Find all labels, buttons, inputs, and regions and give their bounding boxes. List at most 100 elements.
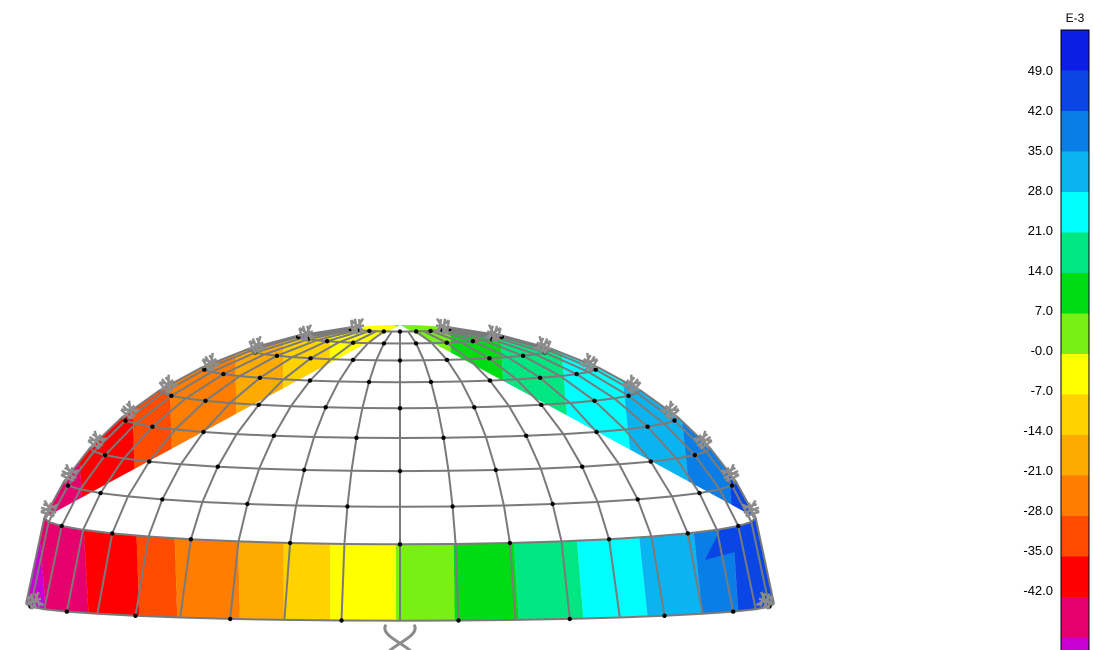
mesh-node xyxy=(731,609,736,614)
mesh-node xyxy=(626,393,631,398)
mesh-node xyxy=(188,537,194,542)
mesh-node xyxy=(308,356,313,361)
mesh-line xyxy=(436,329,666,616)
mesh-node xyxy=(59,523,64,529)
mesh-node xyxy=(102,452,108,458)
spring-support-icon xyxy=(201,352,221,372)
legend-tick-label: -14.0 xyxy=(1023,423,1053,438)
mesh-node xyxy=(339,618,344,623)
mesh-node xyxy=(487,378,493,383)
mesh-node xyxy=(648,459,653,464)
mesh-node xyxy=(202,367,207,372)
mesh-node xyxy=(428,328,433,334)
mesh-node xyxy=(444,340,449,345)
mesh-line xyxy=(407,330,460,621)
mesh-node xyxy=(64,609,70,614)
mesh-node xyxy=(307,378,313,383)
spring-support-icon xyxy=(120,400,140,420)
mesh-line xyxy=(451,326,775,605)
mesh-node xyxy=(645,424,650,429)
spring-support-icon xyxy=(60,463,80,483)
legend-color-bands xyxy=(1060,29,1090,650)
mesh-node xyxy=(381,329,387,334)
spring-support-icon xyxy=(693,430,713,450)
legend-color-band xyxy=(1061,556,1089,598)
mesh-node xyxy=(456,618,461,623)
mesh-node xyxy=(662,613,667,618)
mesh-node xyxy=(98,490,103,496)
mesh-node xyxy=(487,356,492,361)
legend-tick-label: -28.0 xyxy=(1023,503,1053,518)
mesh-line xyxy=(340,330,393,621)
spring-support-icon xyxy=(720,463,740,483)
mesh-node xyxy=(537,375,543,380)
mesh-node xyxy=(123,418,128,423)
mesh-node xyxy=(345,504,350,509)
mesh-node xyxy=(470,339,476,344)
legend-color-band xyxy=(1061,151,1089,193)
mesh-node xyxy=(520,353,526,358)
spring-support-icon xyxy=(248,335,267,355)
mesh-node xyxy=(397,542,403,547)
spring-support-icon xyxy=(87,430,107,450)
mesh-node xyxy=(592,398,597,403)
color-legend: E-3 49.0 42.0 35.0 28.0 21.0 14.0 7.0 -0… xyxy=(1023,11,1090,650)
mesh-node xyxy=(150,424,155,429)
mesh-node xyxy=(366,379,372,385)
mesh-node xyxy=(65,483,71,488)
mesh-node xyxy=(221,371,226,377)
mesh-node xyxy=(302,467,307,473)
mesh-node xyxy=(580,464,585,469)
mesh-line xyxy=(229,330,377,620)
spring-support-icon xyxy=(533,335,552,355)
mesh-node xyxy=(160,497,165,502)
legend-color-band xyxy=(1061,70,1089,112)
mesh-node xyxy=(697,490,702,496)
mesh-node xyxy=(397,358,403,363)
mesh-node xyxy=(413,329,419,334)
spring-support-icon xyxy=(25,591,45,610)
mesh-node xyxy=(685,531,690,536)
spring-support-icon xyxy=(755,591,775,610)
spring-support-icon xyxy=(40,499,59,519)
mesh-node xyxy=(133,613,138,618)
mesh-node xyxy=(550,501,555,507)
contour-band xyxy=(26,325,90,621)
mesh-node xyxy=(635,497,640,502)
mesh-node xyxy=(245,501,250,507)
mesh-line xyxy=(283,330,385,620)
mesh-node xyxy=(594,429,599,435)
mesh-line xyxy=(423,330,571,620)
mesh-line xyxy=(415,330,517,620)
mesh-line xyxy=(25,326,349,605)
mesh-node xyxy=(397,329,403,334)
legend-color-band xyxy=(1061,435,1089,477)
mesh-node xyxy=(201,429,206,435)
spring-support-icon xyxy=(484,324,503,342)
legend-tick-label: -42.0 xyxy=(1023,583,1053,598)
legend-color-band xyxy=(1061,394,1089,436)
mesh-node xyxy=(323,405,328,410)
mesh-node xyxy=(215,464,220,469)
mesh-node xyxy=(228,616,233,622)
mesh-line xyxy=(134,329,364,616)
mesh-line xyxy=(446,328,735,612)
spring-support-icon xyxy=(348,317,366,335)
mesh-node xyxy=(444,357,450,363)
mesh-node xyxy=(147,459,152,464)
legend-tick-label: 42.0 xyxy=(1028,103,1053,118)
supports xyxy=(25,317,775,650)
legend-color-band xyxy=(1061,111,1089,153)
mesh-node xyxy=(692,452,698,458)
mesh-line xyxy=(43,327,351,610)
legend-color-band xyxy=(1061,354,1089,396)
mesh-node xyxy=(472,405,477,410)
spring-support-icon xyxy=(297,324,316,342)
mesh-node xyxy=(428,379,434,385)
mesh-node xyxy=(381,341,387,346)
mesh-node xyxy=(203,398,208,403)
spring-support-icon xyxy=(579,352,599,372)
mesh-node xyxy=(256,402,261,407)
mesh-node xyxy=(274,353,280,358)
